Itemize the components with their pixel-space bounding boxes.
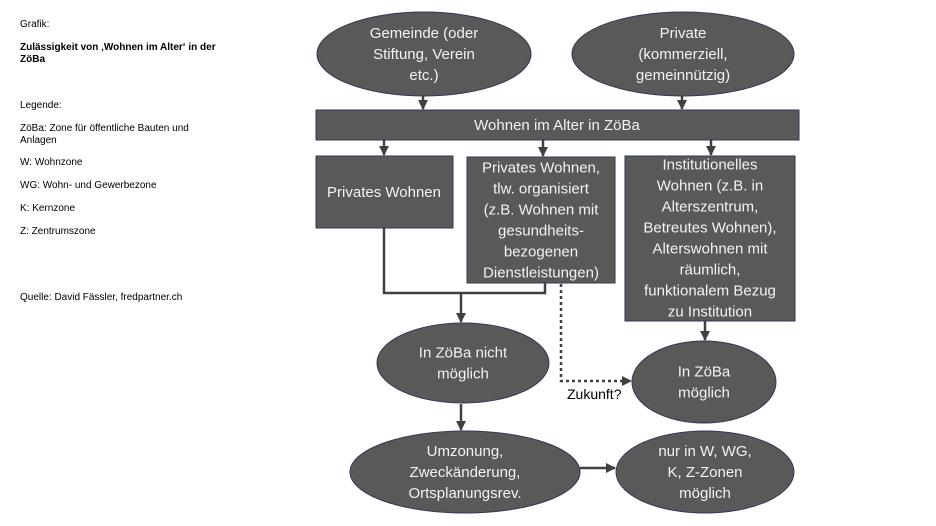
node-nur-zonen bbox=[615, 430, 795, 514]
legend-item-k: K: Kernzone bbox=[20, 203, 76, 214]
node-text-line: Privates Wohnen, bbox=[482, 160, 600, 177]
node-text-line: In ZöBa nicht bbox=[419, 345, 508, 362]
node-text-line: möglich bbox=[679, 485, 731, 502]
text-private: Private (kommerziell, gemeinnützig) bbox=[636, 25, 730, 84]
legend-item-zoeba: ZöBa: Zone für öffentliche Bauten und An… bbox=[20, 123, 189, 146]
node-text-line: Betreutes Wohnen), bbox=[643, 220, 776, 237]
node-text-line: etc.) bbox=[409, 67, 438, 84]
node-text-line: Gemeinde (oder bbox=[370, 25, 478, 42]
node-text-line: Private bbox=[660, 25, 707, 42]
legend-item-w: W: Wohnzone bbox=[20, 157, 83, 168]
node-gemeinde bbox=[316, 11, 532, 97]
node-text-line: (kommerziell, bbox=[638, 46, 727, 63]
node-text-line: Wohnen im Alter in ZöBa bbox=[474, 117, 640, 134]
text-privates-wohnen: Privates Wohnen bbox=[327, 184, 441, 201]
legend-label: Legende: bbox=[20, 100, 62, 111]
node-wohnen-alter-bar bbox=[315, 109, 800, 141]
node-text-line: gemeinnützig) bbox=[636, 67, 730, 84]
graphic-label: Grafik: bbox=[20, 19, 50, 30]
graphic-title: Zulässigkeit von ‚Wohnen im Alter‘ in de… bbox=[20, 42, 216, 65]
node-moeglich bbox=[631, 340, 777, 424]
legend-item-wg: WG: Wohn- und Gewerbezone bbox=[20, 180, 157, 191]
node-text-line: Wohnen (z.B. in bbox=[657, 178, 763, 195]
connector-merge-private bbox=[382, 228, 547, 295]
node-text-line: möglich bbox=[678, 385, 730, 402]
node-private bbox=[571, 11, 795, 97]
text-teil-organisiert: Privates Wohnen, tlw. organisiert (z.B. Wo… bbox=[482, 160, 600, 282]
node-text-line: (z.B. Wohnen mit bbox=[484, 202, 600, 219]
node-nicht-moeglich bbox=[376, 322, 550, 404]
node-text-line: räumlich, bbox=[680, 262, 741, 279]
node-text-line: Alterszentrum, bbox=[662, 199, 759, 216]
node-text-line: gesundheits- bbox=[498, 223, 584, 240]
node-text-line: Dienstleistungen) bbox=[483, 265, 599, 282]
node-privates-wohnen bbox=[315, 155, 454, 229]
source-note: Quelle: David Fässler, fredpartner.ch bbox=[20, 292, 183, 303]
node-text-line: bezogenen bbox=[504, 244, 578, 261]
node-text-line: Zweckänderung, bbox=[410, 464, 521, 481]
node-text-line: funktionalem Bezug bbox=[644, 283, 776, 300]
node-text-line: Alterswohnen mit bbox=[652, 241, 768, 258]
connectors bbox=[379, 96, 716, 473]
node-text-line: tlw. organisiert bbox=[493, 181, 590, 198]
node-teil-organisiert bbox=[466, 156, 616, 284]
node-text-line: Stiftung, Verein bbox=[373, 46, 475, 63]
legend-item-z: Z: Zentrumszone bbox=[20, 226, 96, 237]
node-text-line: nur in W, WG, bbox=[658, 443, 751, 460]
dotted-connector-future bbox=[559, 284, 632, 386]
future-label: Zukunft? bbox=[567, 386, 622, 402]
node-text-line: Privates Wohnen bbox=[327, 184, 441, 201]
node-text-line: zu Institution bbox=[668, 304, 752, 321]
text-moeglich: In ZöBa möglich bbox=[678, 364, 731, 402]
text-umzonung: Umzonung, Zweckänderung, Ortsplanungsrev. bbox=[408, 443, 521, 502]
text-nur-zonen: nur in W, WG, K, Z-Zonen möglich bbox=[658, 443, 751, 502]
node-text-line: Umzonung, bbox=[427, 443, 504, 460]
node-text-line: Ortsplanungsrev. bbox=[408, 485, 521, 502]
node-text-line: K, Z-Zonen bbox=[667, 464, 742, 481]
node-umzonung bbox=[349, 430, 581, 514]
node-institutionell bbox=[624, 155, 796, 322]
node-text-line: möglich bbox=[437, 366, 489, 383]
node-text-line: In ZöBa bbox=[678, 364, 731, 381]
node-text-line: Institutionelles bbox=[662, 157, 757, 174]
text-wohnen-alter: Wohnen im Alter in ZöBa bbox=[474, 117, 640, 134]
text-nicht-moeglich: In ZöBa nicht möglich bbox=[419, 345, 508, 383]
